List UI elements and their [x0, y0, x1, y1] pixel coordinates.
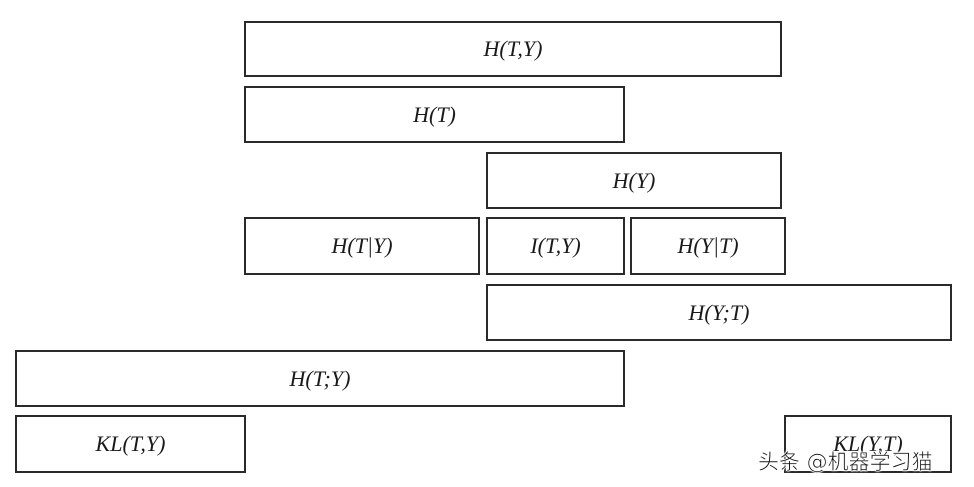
box-kl-y-t: KL(Y,T) [784, 415, 952, 473]
label-cross-entropy-y-t: H(Y;T) [688, 299, 750, 325]
label-cross-entropy-t-y: H(T;Y) [289, 365, 351, 391]
label-mutual-information: I(T,Y) [530, 233, 581, 258]
label-entropy-t: H(T) [413, 101, 456, 127]
box-entropy-t: H(T) [244, 86, 625, 143]
label-cond-entropy-t-given-y: H(T|Y) [331, 233, 393, 258]
watermark: 头条 @机器学习猫 [758, 450, 933, 475]
box-mutual-information: I(T,Y) [486, 217, 625, 275]
box-cross-entropy-t-y: H(T;Y) [15, 350, 625, 407]
label-kl-t-y: KL(T,Y) [95, 431, 166, 456]
box-entropy-y: H(Y) [486, 152, 782, 209]
box-cross-entropy-y-t: H(Y;T) [486, 284, 952, 341]
box-cond-entropy-t-given-y: H(T|Y) [244, 217, 480, 275]
label-cond-entropy-y-given-t: H(Y|T) [677, 233, 739, 258]
box-kl-t-y: KL(T,Y) [15, 415, 246, 473]
box-cond-entropy-y-given-t: H(Y|T) [630, 217, 786, 275]
box-joint-entropy: H(T,Y) [244, 21, 782, 77]
label-entropy-y: H(Y) [612, 167, 656, 193]
label-kl-y-t: KL(Y,T) [833, 431, 903, 456]
label-joint-entropy: H(T,Y) [483, 36, 543, 61]
